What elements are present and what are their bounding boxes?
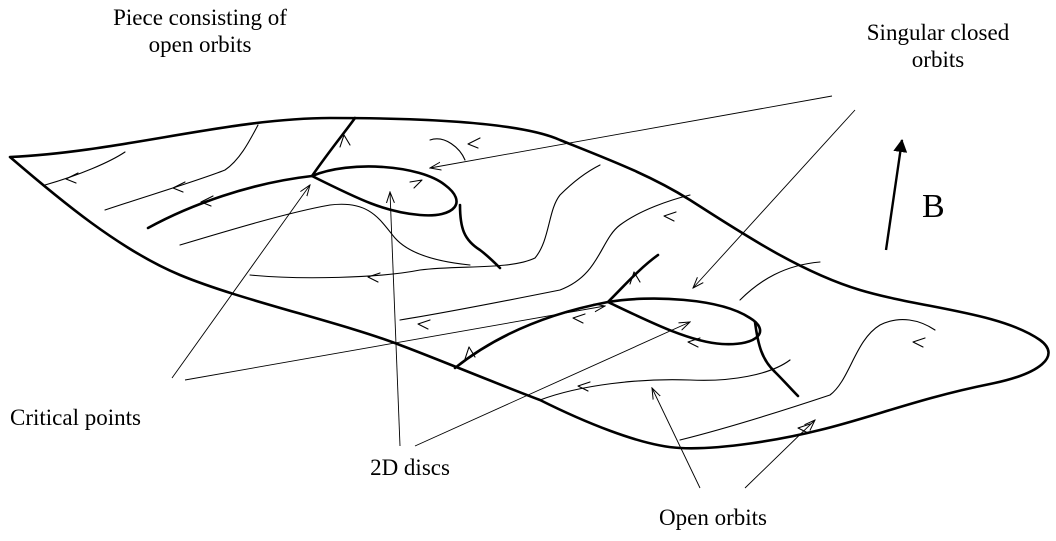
label-2d-discs: 2D discs — [370, 455, 450, 480]
closed-loop-left — [310, 165, 458, 217]
open-orbit-8 — [679, 319, 936, 441]
open-orbit-2 — [104, 124, 259, 211]
singular-tail-left — [458, 203, 502, 270]
singular-orbit-right — [453, 253, 660, 370]
b-field-arrow — [884, 139, 908, 251]
open-orbit-1 — [44, 151, 126, 186]
label-open-piece-line1: Piece consisting of — [113, 5, 287, 30]
singular-orbit-left — [146, 116, 357, 230]
closed-loop-right — [606, 297, 762, 346]
label-singular-line2: orbits — [912, 47, 964, 72]
open-orbit-4 — [249, 164, 601, 279]
label-open-piece-line2: open orbits — [149, 32, 252, 57]
open-orbit-5 — [399, 194, 691, 321]
flow-arrows — [65, 134, 926, 434]
open-orbit-6 — [429, 138, 466, 161]
label-open-orbits: Open orbits — [659, 505, 767, 530]
surface-outline — [8, 116, 1050, 450]
label-critical-points: Critical points — [10, 405, 141, 430]
open-orbit-9 — [739, 261, 821, 301]
label-b-field: B — [922, 188, 945, 225]
singular-tail-right — [753, 320, 800, 398]
open-orbit-7 — [539, 359, 791, 401]
label-singular-line1: Singular closed — [867, 20, 1010, 45]
open-orbit-3 — [179, 203, 471, 266]
label-pointers — [171, 95, 856, 489]
